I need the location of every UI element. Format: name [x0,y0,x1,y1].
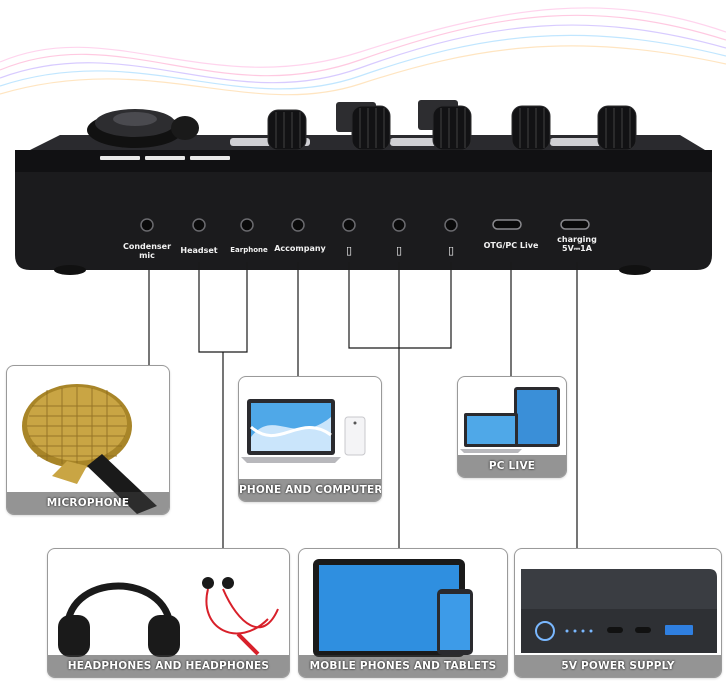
tablet-and-phone-icon [313,559,473,657]
card-phone-and-computer: PHONE AND COMPUTER [238,376,382,502]
card-label-phone-and-computer: PHONE AND COMPUTER [239,479,381,501]
card-5v-power-supply: 5V POWER SUPPLY [514,548,722,678]
port-label-phone-3: ▯ [447,244,455,257]
port-label-headset: Headset [180,246,218,255]
laptop-and-phone-icon [241,399,366,463]
card-pc-live: PC LIVE [457,376,567,478]
decorative-wave [0,7,726,96]
card-label-microphone: MICROPHONE [7,492,169,514]
port-label-phone-1: ▯ [345,244,353,257]
monitor-and-laptop-icon [460,387,560,453]
audio-interface-device [15,100,712,275]
port-label-accompany: Accompany [274,244,326,253]
headphones-and-earphones-icon [58,577,279,657]
port-label-phone-2: ▯ [395,244,403,257]
card-label-5v-power-supply: 5V POWER SUPPLY [515,655,721,677]
card-label-mobile-phones-and-tablets: MOBILE PHONES AND TABLETS [299,655,507,677]
card-mobile-phones-and-tablets: MOBILE PHONES AND TABLETS [298,548,508,678]
port-label-otg-pc-live: OTG/PC Live [483,241,539,250]
card-label-pc-live: PC LIVE [458,455,566,477]
port-label-earphone: Earphone [230,246,268,254]
card-headphones: HEADPHONES AND HEADPHONES [47,548,290,678]
power-bank-icon [521,569,717,653]
card-microphone: MICROPHONE [6,365,170,515]
card-label-headphones: HEADPHONES AND HEADPHONES [48,655,289,677]
